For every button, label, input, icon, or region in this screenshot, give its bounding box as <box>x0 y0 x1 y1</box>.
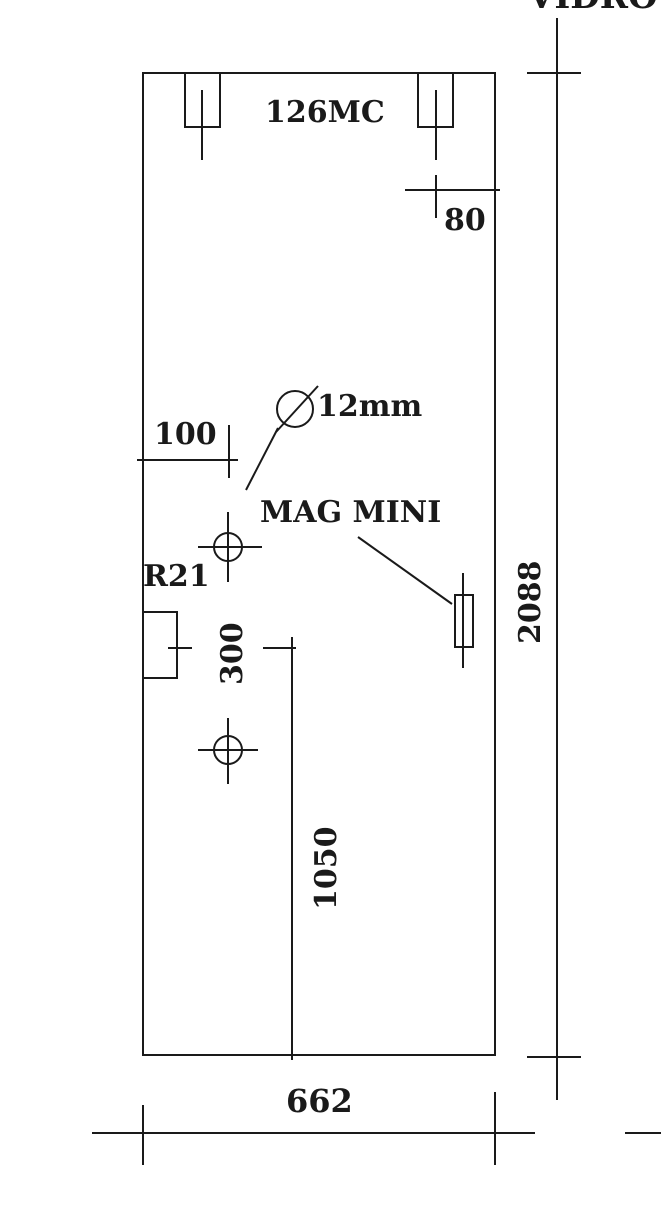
hinge-model-label: 126MC <box>265 95 385 130</box>
door-width-dimension <box>92 1092 661 1165</box>
diameter-icon <box>275 385 319 433</box>
drill-hole-lower <box>198 718 258 784</box>
height-from-floor-dimension <box>263 637 296 1060</box>
header-cut-text: VIDRO <box>527 0 658 17</box>
edge-offset-label: 100 <box>154 417 217 452</box>
door-height-dimension <box>527 18 581 1100</box>
magnet-mini <box>454 573 474 668</box>
magnet-leader <box>357 536 453 605</box>
drill-hole-upper <box>198 512 262 582</box>
hinge-left <box>184 72 221 160</box>
edge-offset-dimension <box>137 425 238 478</box>
door-height-label: 2088 <box>513 561 548 645</box>
hole-diameter-label: 12mm <box>317 389 422 424</box>
hinge-right <box>417 72 454 160</box>
diameter-leader <box>245 427 279 491</box>
door-outline <box>142 72 496 1056</box>
hinge-offset-label: 80 <box>444 203 486 238</box>
lock-model-label: R21 <box>143 559 210 594</box>
magnet-model-label: MAG MINI <box>260 495 441 530</box>
hole-spacing-label: 300 <box>215 622 250 685</box>
height-from-floor-label: 1050 <box>309 827 344 911</box>
door-width-label: 662 <box>286 1082 353 1120</box>
lock-r21 <box>142 611 192 679</box>
hinge-offset-dimension <box>405 175 500 218</box>
